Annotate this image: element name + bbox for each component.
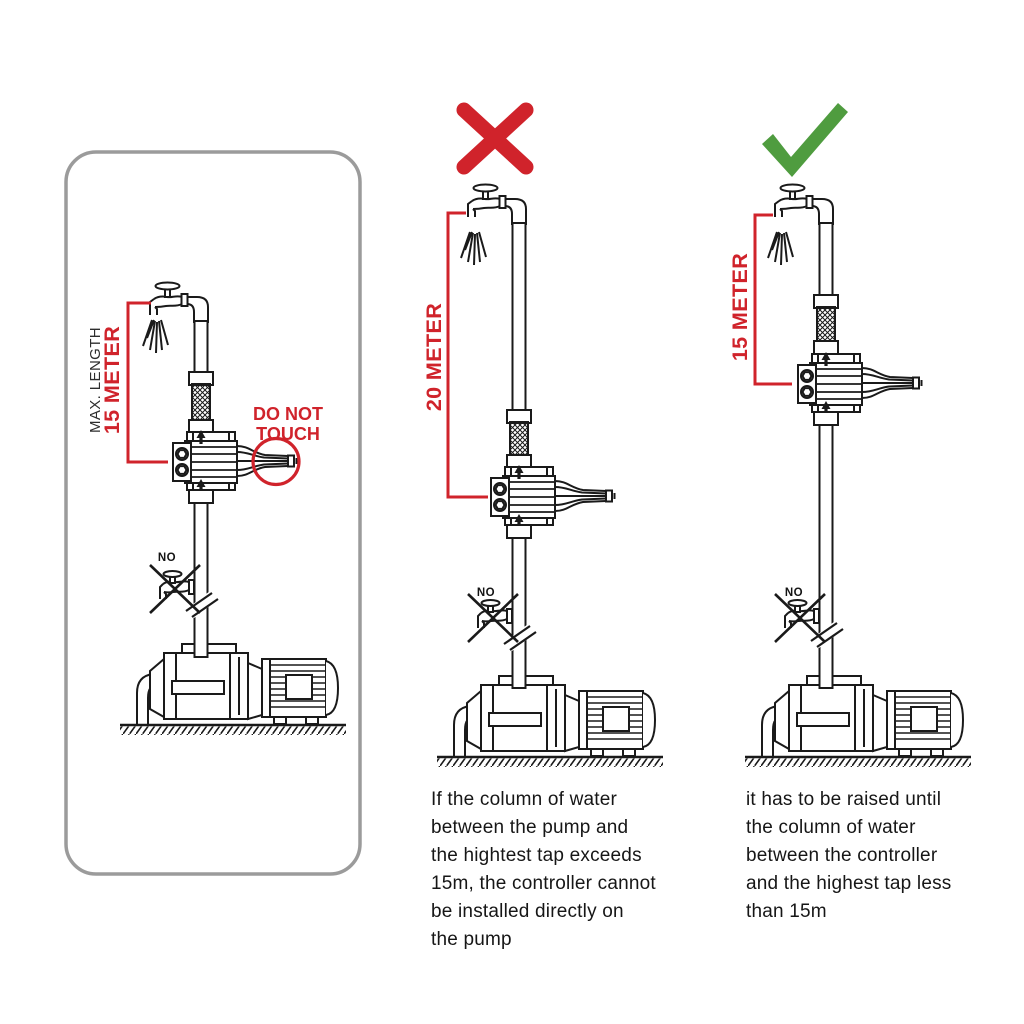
coupling-icon [506, 524, 532, 539]
pump-icon [435, 674, 665, 769]
do-not-touch-label: DO NOT [253, 404, 323, 424]
no-tap-icon [466, 592, 520, 644]
braided-hose-icon [191, 383, 211, 422]
pipe [818, 222, 834, 298]
cross-icon [456, 102, 534, 175]
tap-icon [467, 183, 527, 226]
water-spray-icon [460, 231, 487, 266]
no-label: NO [158, 552, 176, 564]
caption-wrong-installation: If the column of water between the pump … [431, 789, 656, 950]
middle-panel: NO 20 METER [422, 102, 665, 769]
check-icon [762, 103, 848, 177]
left-panel: NO MAX. LENGTH 15 METER DO NOT TOUCH [64, 150, 362, 876]
pipe [511, 222, 527, 413]
pipe [193, 320, 209, 375]
water-spray-icon [142, 319, 169, 354]
length-value-label: 15 METER [728, 253, 752, 361]
no-label: NO [785, 587, 803, 599]
length-bracket [446, 211, 488, 499]
length-bracket [126, 301, 168, 464]
no-tap-icon [773, 592, 827, 644]
pipe [818, 423, 834, 689]
tap-icon [149, 281, 209, 324]
right-panel: NO 15 METER [728, 103, 973, 769]
length-value-label: 15 METER [100, 326, 124, 434]
pipe [511, 536, 527, 689]
controller-icon [490, 464, 616, 527]
braided-hose-icon [509, 421, 529, 457]
tap-icon [774, 183, 834, 226]
caption-correct-installation: it has to be raised until the column of … [746, 789, 952, 922]
length-bracket [753, 213, 792, 386]
pipe [193, 501, 209, 658]
coupling-icon [188, 489, 214, 504]
coupling-icon [813, 411, 839, 426]
length-value-label: 20 METER [422, 303, 446, 411]
prohibition-circle [251, 436, 301, 487]
panel-border [64, 150, 362, 876]
pump-icon [118, 642, 348, 737]
max-length-label: MAX. LENGTH [87, 327, 104, 433]
water-spray-icon [767, 231, 794, 266]
pump-icon [743, 674, 973, 769]
no-tap-icon [148, 563, 202, 615]
no-label: NO [477, 587, 495, 599]
braided-hose-icon [816, 306, 836, 343]
controller-icon [797, 351, 923, 414]
do-not-touch-label: TOUCH [256, 424, 320, 444]
